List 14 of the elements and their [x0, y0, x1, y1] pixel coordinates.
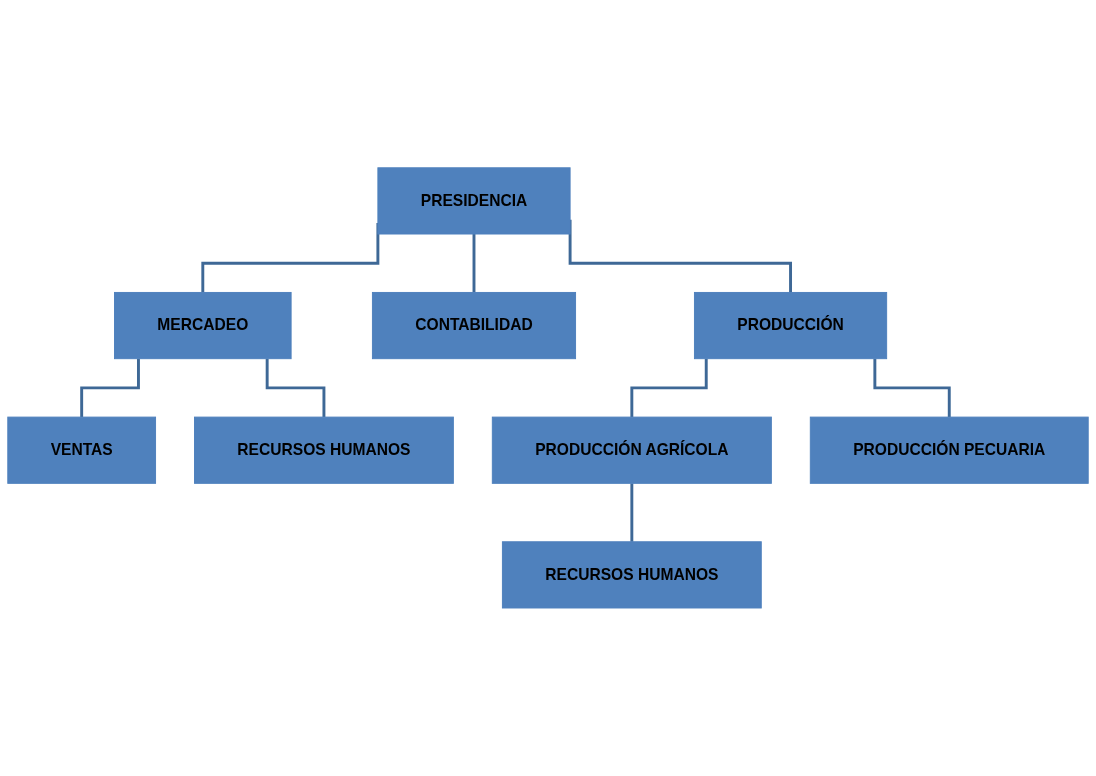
node-box: PRESIDENCIA — [377, 167, 571, 235]
node-box: MERCADEO — [114, 292, 292, 360]
node-box: VENTAS — [7, 416, 157, 484]
node-box: RECURSOS HUMANOS — [194, 416, 454, 484]
node-box: CONTABILIDAD — [371, 292, 577, 360]
node-box: PRODUCCIÓN — [693, 292, 888, 360]
connector — [265, 358, 326, 419]
connector — [630, 358, 708, 419]
connector — [80, 358, 140, 419]
node-box: PRODUCCIÓN PECUARIA — [809, 416, 1089, 484]
node-box: RECURSOS HUMANOS — [501, 541, 762, 609]
node-box: PRODUCCIÓN AGRÍCOLA — [491, 416, 772, 484]
connector — [472, 234, 476, 294]
connector — [873, 358, 951, 419]
